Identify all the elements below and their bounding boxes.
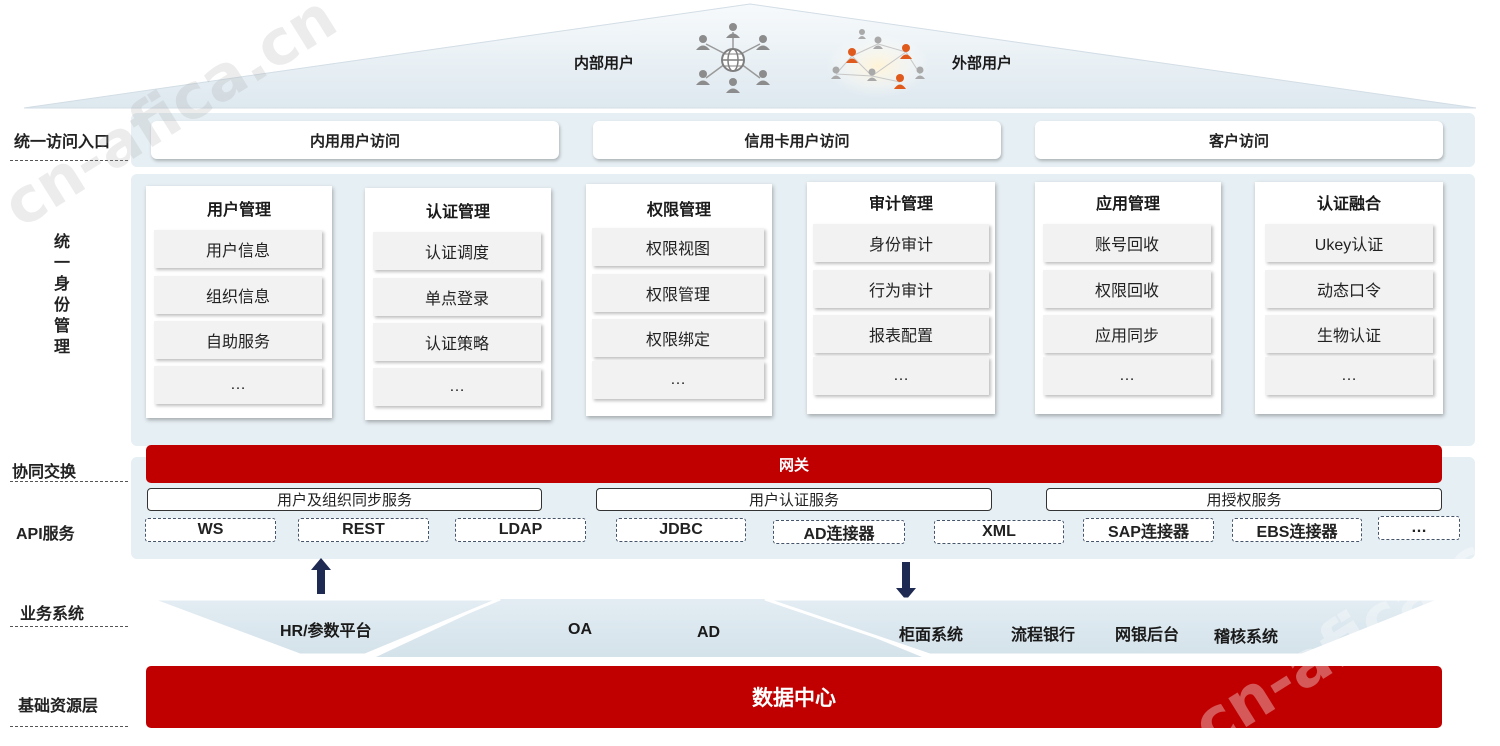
module-card-auth-management: 认证管理 认证调度 单点登录 认证策略 … (365, 188, 551, 420)
row-label-business: 业务系统 (20, 606, 85, 623)
connector-jdbc: JDBC (616, 518, 746, 542)
connector-ldap: LDAP (455, 518, 586, 542)
business-system-process-bank: 流程银行 (1011, 627, 1076, 644)
business-system-ad: AD (697, 624, 721, 641)
module-item: … (813, 357, 989, 395)
module-item: 自助服务 (154, 321, 322, 359)
business-system-ebank: 网银后台 (1115, 627, 1180, 644)
module-item: 权限视图 (592, 228, 764, 266)
service-user-org-sync: 用户及组织同步服务 (147, 488, 542, 511)
connector-more: … (1378, 516, 1460, 540)
gateway-bar: 网关 (146, 445, 1442, 483)
module-title: 审计管理 (868, 196, 933, 213)
row-divider (10, 160, 128, 161)
module-item: … (373, 368, 541, 406)
row-label-identity: 统 一 身 份 管 理 (53, 234, 70, 356)
module-item: 应用同步 (1043, 315, 1211, 353)
access-entry-customer: 客户访问 (1035, 121, 1443, 159)
business-systems-shape (149, 597, 1443, 657)
internal-users-label: 内部用户 (574, 55, 635, 72)
data-center-bar: 数据中心 (146, 666, 1442, 728)
module-card-app-management: 应用管理 账号回收 权限回收 应用同步 … (1035, 182, 1221, 414)
arrow-down-icon (896, 562, 916, 600)
row-divider (10, 626, 128, 627)
service-user-auth: 用户认证服务 (596, 488, 992, 511)
module-item: … (1043, 357, 1211, 395)
module-card-audit-management: 审计管理 身份审计 行为审计 报表配置 … (807, 182, 995, 414)
module-item: 报表配置 (813, 315, 989, 353)
connector-rest: REST (298, 518, 429, 542)
access-entry-internal: 内用用户访问 (151, 121, 559, 159)
business-system-oa: OA (568, 621, 592, 638)
module-item: 账号回收 (1043, 224, 1211, 262)
module-item: Ukey认证 (1265, 224, 1433, 262)
module-card-auth-fusion: 认证融合 Ukey认证 动态口令 生物认证 … (1255, 182, 1443, 414)
identity-panel (131, 174, 1475, 446)
module-item: 单点登录 (373, 278, 541, 316)
row-label-exchange: 协同交换 (12, 464, 77, 481)
access-entry-credit-card: 信用卡用户访问 (593, 121, 1001, 159)
module-title: 应用管理 (1095, 196, 1160, 213)
connector-sap: SAP连接器 (1083, 518, 1214, 542)
row-divider (10, 726, 128, 727)
module-card-user-management: 用户管理 用户信息 组织信息 自助服务 … (146, 186, 332, 418)
arrow-up-icon (311, 558, 331, 594)
module-card-permission-management: 权限管理 权限视图 权限管理 权限绑定 … (586, 184, 772, 416)
module-item: 权限回收 (1043, 270, 1211, 308)
module-item: 认证调度 (373, 232, 541, 270)
module-item: … (1265, 357, 1433, 395)
module-item: 动态口令 (1265, 270, 1433, 308)
external-network-icon (826, 29, 930, 98)
module-item: 行为审计 (813, 270, 989, 308)
module-item: 权限管理 (592, 274, 764, 312)
connector-ad: AD连接器 (773, 520, 905, 544)
row-label-access: 统一访问入口 (14, 134, 111, 151)
business-system-audit: 稽核系统 (1214, 629, 1279, 646)
module-item: 生物认证 (1265, 315, 1433, 353)
roof (23, 3, 1477, 109)
module-item: … (592, 361, 764, 399)
service-authorization: 用授权服务 (1046, 488, 1442, 511)
connector-ws: WS (145, 518, 276, 542)
module-title: 认证管理 (425, 204, 490, 221)
row-label-api: API服务 (16, 526, 75, 543)
module-title: 用户管理 (206, 202, 271, 219)
module-item: 权限绑定 (592, 319, 764, 357)
module-item: 组织信息 (154, 276, 322, 314)
module-title: 认证融合 (1316, 196, 1381, 213)
row-divider (10, 481, 128, 482)
connector-ebs: EBS连接器 (1232, 518, 1362, 542)
module-title: 权限管理 (646, 202, 711, 219)
business-system-counter: 柜面系统 (899, 627, 964, 644)
user-network-icon (696, 23, 770, 93)
external-users-label: 外部用户 (952, 55, 1013, 72)
row-label-infra: 基础资源层 (18, 698, 99, 715)
connector-xml: XML (934, 520, 1064, 544)
module-item: 用户信息 (154, 230, 322, 268)
business-system-hr: HR/参数平台 (280, 623, 372, 640)
module-item: 认证策略 (373, 323, 541, 361)
module-item: … (154, 366, 322, 404)
module-item: 身份审计 (813, 224, 989, 262)
